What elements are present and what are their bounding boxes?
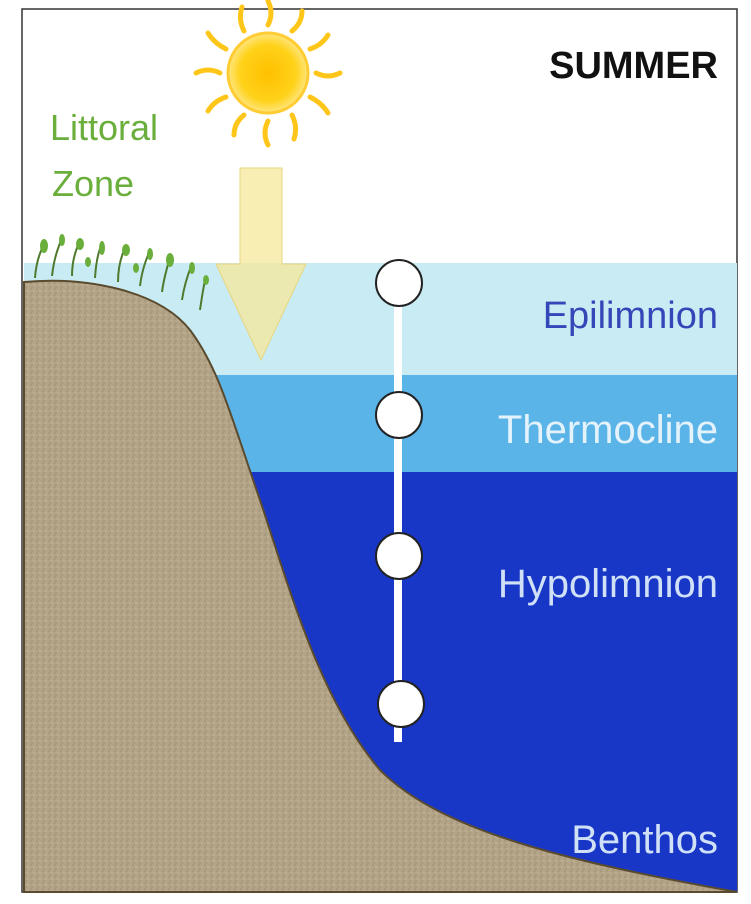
- littoral-zone-label-line2: Zone: [52, 163, 134, 204]
- lake-bed-sediment: [23, 279, 738, 893]
- sampling-line: [394, 286, 402, 742]
- littoral-zone-label-line1: Littoral: [50, 107, 158, 148]
- hypolimnion-label: Hypolimnion: [498, 562, 718, 606]
- thermocline-label: Thermocline: [498, 408, 718, 452]
- sampling-point-icon: [375, 259, 423, 307]
- epilimnion-label: Epilimnion: [543, 295, 718, 337]
- sampling-point-icon: [375, 391, 423, 439]
- sampling-point-icon: [375, 532, 423, 580]
- down-arrow-icon: [215, 167, 307, 362]
- season-title: SUMMER: [549, 45, 718, 87]
- plant-leaves: [40, 234, 209, 285]
- sampling-point-icon: [377, 680, 425, 728]
- benthos-label: Benthos: [571, 818, 718, 862]
- sun-icon: [193, 0, 343, 148]
